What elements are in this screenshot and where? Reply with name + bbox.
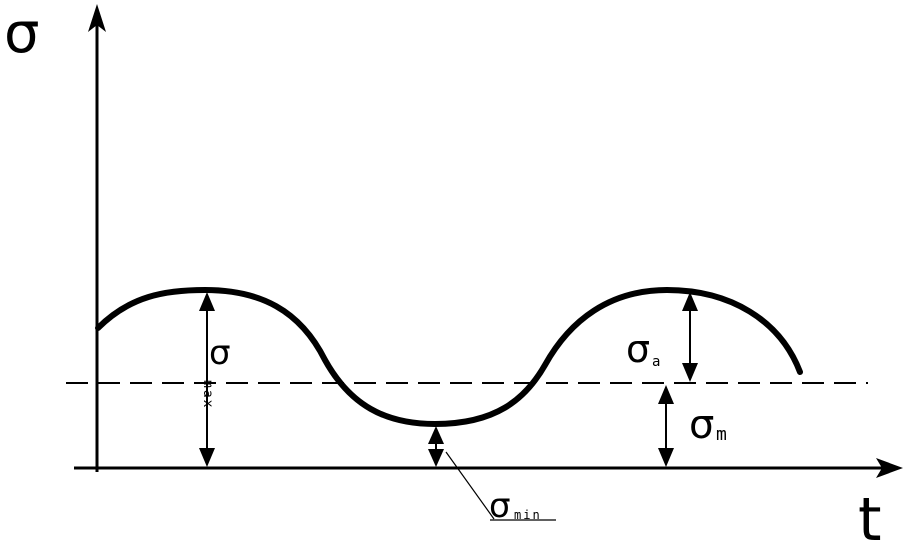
stress-wave [95,286,803,428]
y-axis-arrowhead [88,4,106,32]
sigma-min-subscript: min [514,508,542,522]
sigma-min-arrowhead-top [428,426,444,444]
sigma-min-leader [445,451,495,520]
y-axis-label: σ [4,1,40,66]
sigma-min-symbol: σ [489,486,511,526]
sigma-m-arrowhead-top [658,385,674,404]
sigma-max-symbol: σ [209,333,231,373]
x-axis-arrowhead [876,458,903,478]
sigma-max-arrowhead-top [199,292,215,311]
x-axis-label: t [858,485,882,548]
sigma-max-arrowhead-bottom [199,448,215,467]
sigma-m-symbol: σ [689,402,714,448]
sigma-m-subscript: m [716,424,729,445]
sigma-a-arrowhead-top [682,292,698,311]
sigma-a-symbol: σ [626,327,650,371]
sigma-min-arrowhead-bottom [428,449,444,467]
sigma-a-arrowhead-bottom [682,363,698,382]
sigma-m-arrowhead-bottom [658,448,674,467]
sigma-max-subscript: max [200,380,215,409]
sigma-a-subscript: a [652,354,662,370]
